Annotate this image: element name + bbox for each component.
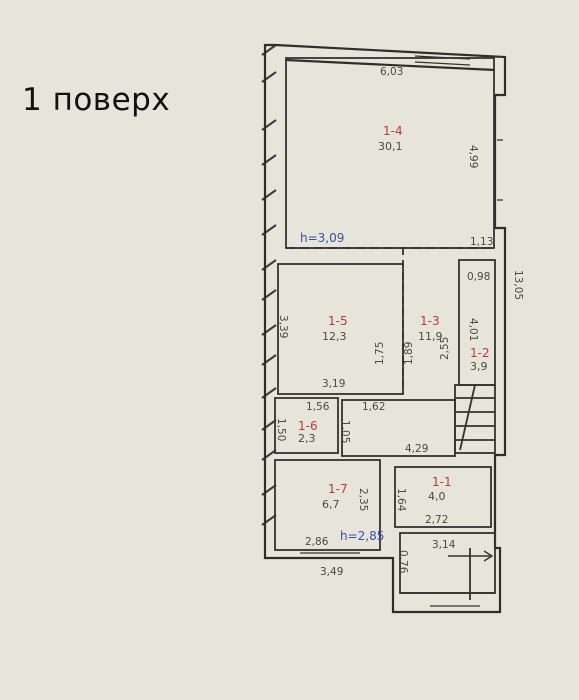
svg-text:12,3: 12,3: [322, 330, 347, 343]
svg-text:6,03: 6,03: [380, 66, 403, 78]
svg-text:3,19: 3,19: [322, 378, 345, 390]
svg-text:4,01: 4,01: [467, 318, 479, 341]
svg-text:1-3: 1-3: [420, 314, 440, 328]
svg-text:2,3: 2,3: [298, 432, 316, 445]
svg-text:h=2,85: h=2,85: [340, 529, 384, 543]
svg-text:1,56: 1,56: [306, 401, 330, 413]
svg-text:3,14: 3,14: [432, 539, 456, 551]
svg-text:11,9: 11,9: [418, 330, 443, 343]
inner-walls: [274, 57, 496, 600]
svg-text:4,99: 4,99: [467, 145, 479, 168]
svg-text:4,29: 4,29: [405, 443, 428, 455]
outer-walls: [263, 43, 507, 614]
svg-text:1-5: 1-5: [328, 314, 348, 328]
svg-text:1-7: 1-7: [328, 482, 348, 496]
svg-text:h=3,09: h=3,09: [300, 231, 344, 245]
svg-text:1,64: 1,64: [395, 488, 407, 512]
windows: [300, 55, 503, 607]
svg-text:2,72: 2,72: [425, 514, 448, 526]
floor-caption: 1 поверх: [22, 82, 171, 118]
height-labels: h=3,09 h=2,85: [300, 231, 384, 543]
svg-text:1,89: 1,89: [403, 342, 415, 365]
svg-text:1,62: 1,62: [362, 401, 385, 413]
svg-text:30,1: 30,1: [378, 140, 403, 153]
svg-text:1,50: 1,50: [275, 418, 287, 441]
room-areas: 30,1 12,3 11,9 3,9 2,3 6,7 4,0: [298, 140, 488, 511]
svg-text:13,05: 13,05: [512, 270, 524, 300]
room-ids: 1-4 1-5 1-3 1-2 1-6 1-7 1-1: [298, 124, 490, 496]
svg-text:0,76: 0,76: [397, 550, 409, 574]
svg-text:2,35: 2,35: [357, 488, 369, 511]
svg-text:0,98: 0,98: [467, 271, 490, 283]
svg-text:2,55: 2,55: [439, 337, 451, 360]
svg-text:4,0: 4,0: [428, 490, 446, 503]
svg-text:3,39: 3,39: [277, 315, 289, 338]
plan-labels: 6,03 4,99 1,13 13,05 0,98 4,01 3,39 1,75…: [275, 66, 524, 578]
svg-text:3,9: 3,9: [470, 360, 488, 373]
svg-text:1-4: 1-4: [383, 124, 403, 138]
svg-text:1-2: 1-2: [470, 346, 490, 360]
svg-text:1-6: 1-6: [298, 419, 318, 433]
entrance-arrow: [448, 550, 494, 562]
svg-text:1-1: 1-1: [432, 475, 452, 489]
svg-text:6,7: 6,7: [322, 498, 340, 511]
svg-text:3,49: 3,49: [320, 566, 343, 578]
svg-text:1,13: 1,13: [470, 236, 493, 248]
svg-text:1,75: 1,75: [374, 342, 386, 365]
svg-text:2,86: 2,86: [305, 536, 329, 548]
svg-text:1,05: 1,05: [339, 420, 351, 443]
